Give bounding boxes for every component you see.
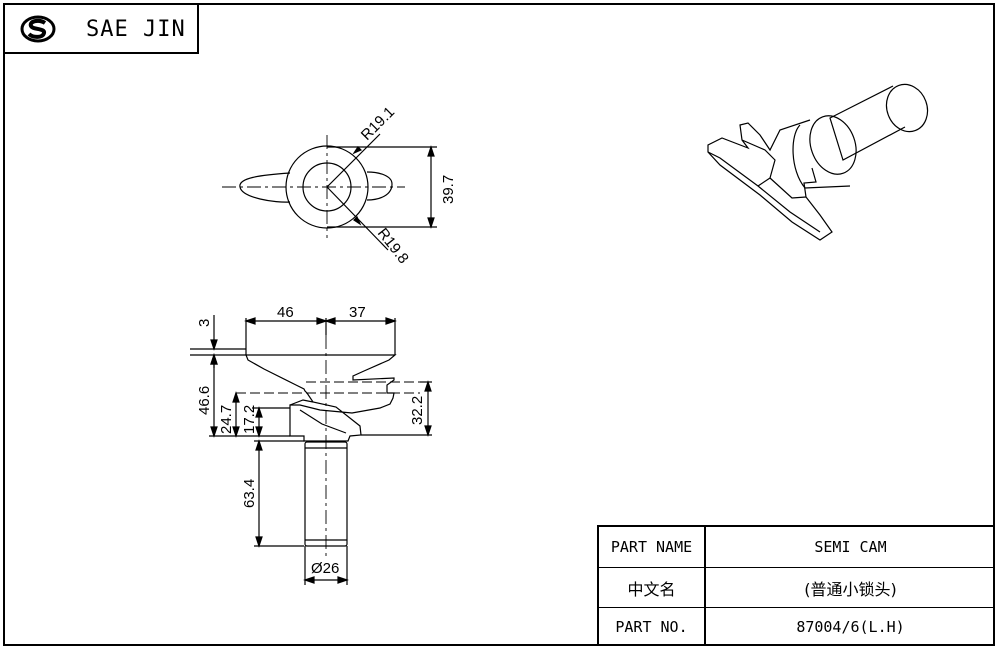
isometric-view: [707, 83, 929, 241]
chinese-name-label: 中文名: [599, 568, 706, 607]
sae-jin-logo-icon: [20, 15, 56, 43]
part-name-label: PART NAME: [599, 527, 706, 567]
title-row-part-name: PART NAME SEMI CAM: [599, 527, 995, 568]
side-view-outline: [245, 354, 397, 442]
dim-slot: 32.2: [409, 396, 426, 425]
dim-overall: 46.6: [196, 386, 213, 415]
top-view-left-wing: [239, 172, 291, 203]
dim-top-right-width: 37: [349, 304, 366, 321]
dim-flange: 3: [196, 319, 213, 327]
part-no-label: PART NO.: [599, 608, 706, 646]
dim-shaft-diameter: Ø26: [311, 560, 339, 577]
part-name-value: SEMI CAM: [814, 538, 887, 556]
title-block: PART NAME SEMI CAM 中文名 (普通小锁头) PART NO. …: [597, 525, 995, 646]
drawing-frame: [3, 3, 995, 646]
title-row-chinese-name: 中文名 (普通小锁头): [599, 568, 995, 608]
dim-top-left-width: 46: [277, 304, 294, 321]
brand-name: SAE JIN: [86, 17, 186, 42]
chinese-name-value: (普通小锁头): [804, 579, 897, 599]
dim-lower: 17.2: [241, 405, 258, 434]
top-view: [222, 133, 437, 251]
dim-r-inner: R19.8: [374, 225, 412, 267]
dim-shaft-length: 63.4: [241, 479, 258, 508]
top-view-right-wing: [366, 171, 393, 201]
logo-block: SAE JIN: [3, 3, 199, 54]
title-row-part-no: PART NO. 87004/6(L.H): [599, 608, 995, 646]
dim-top-height: 39.7: [440, 175, 457, 204]
part-no-value: 87004/6(L.H): [796, 618, 905, 636]
side-view: [190, 315, 432, 585]
dim-r-outer: R19.1: [358, 104, 398, 144]
dim-mid: 24.7: [218, 405, 235, 434]
